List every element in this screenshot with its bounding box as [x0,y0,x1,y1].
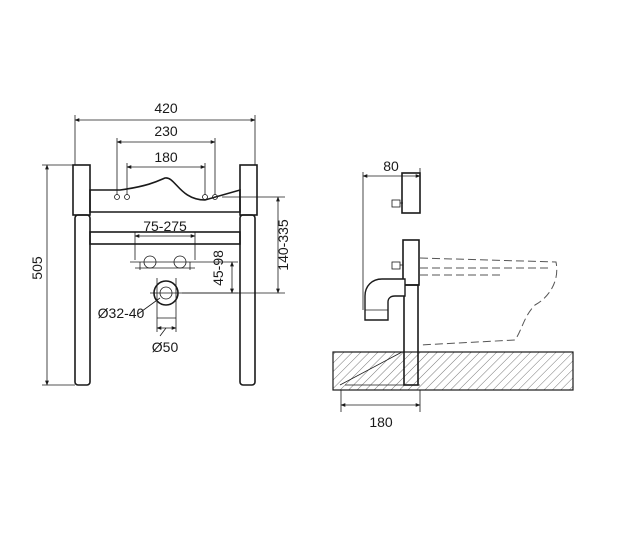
elbow-pipe [364,278,406,321]
label-overall-width: 420 [154,100,178,116]
dim-80: 80 [362,158,421,310]
top-crossbar [89,177,241,213]
label-vertical-adjust: 45-98 [210,250,226,286]
dim-inlet-diameter: Ø32-40 [98,297,161,321]
right-leg [239,164,258,386]
toilet-bowl-outline [419,257,558,346]
side-view: 80 180 [332,158,574,430]
dim-180-bottom: 180 [340,390,421,430]
dim-505: 505 [29,164,75,386]
label-side-depth: 80 [383,158,399,174]
label-hole-spacing-outer: 230 [154,123,178,139]
label-height: 505 [29,256,45,280]
dim-420: 420 [74,100,256,165]
left-leg [72,164,91,386]
dim-outlet-diameter: Ø50 [152,318,179,355]
label-inlet-diameter: Ø32-40 [98,305,145,321]
label-outlet-diameter: Ø50 [152,339,179,355]
pipe-brackets [130,255,200,270]
dim-180-top: 180 [126,149,206,195]
mounting-holes [114,194,218,200]
floor-slab [332,351,574,391]
label-floor-depth: 180 [369,414,393,430]
side-post [401,172,421,386]
drain-trap [150,278,182,319]
dim-140-335: 140-335 [182,196,291,294]
post-fittings [391,199,403,270]
dim-75-275: 75-275 [134,218,196,260]
front-view: 420 230 180 75-275 505 [29,100,291,386]
label-height-range: 140-335 [275,219,291,271]
dim-230: 230 [116,123,216,195]
label-hole-spacing-inner: 180 [154,149,178,165]
label-adjustable-range: 75-275 [143,218,187,234]
dim-45-98: 45-98 [182,250,238,294]
